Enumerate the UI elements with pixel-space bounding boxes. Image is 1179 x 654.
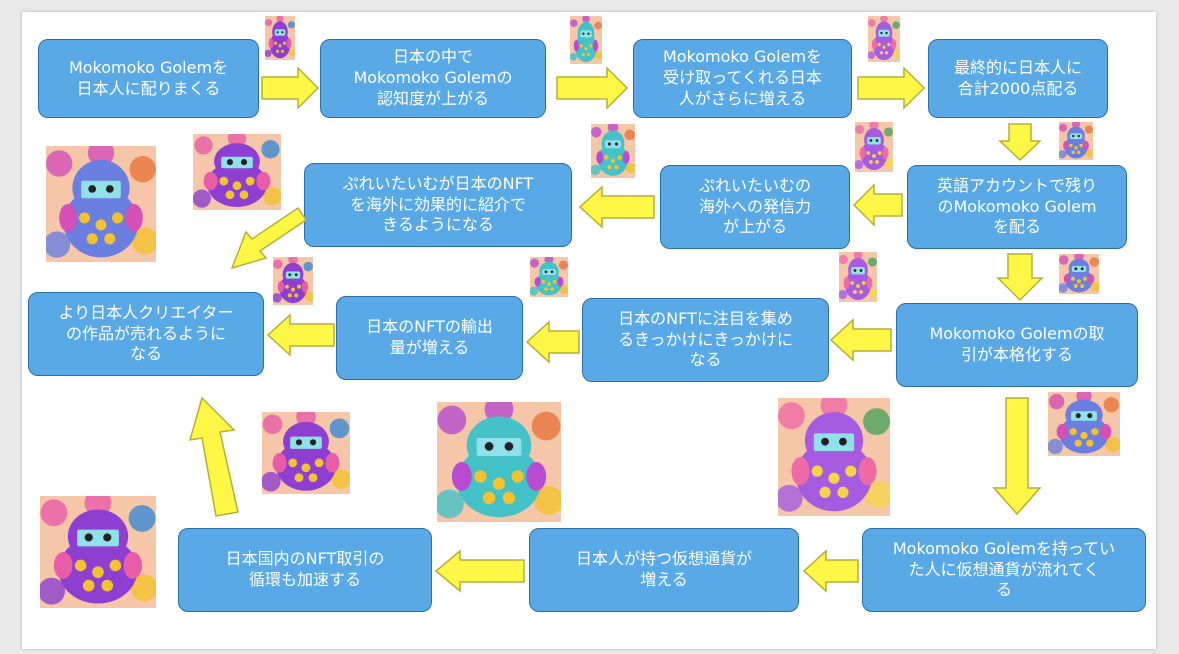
golem-image-12 [1059, 254, 1099, 294]
golem-character-icon [591, 124, 635, 178]
step-domestic-cycle: 日本国内のNFT取引の 循環も加速する [178, 528, 432, 612]
golem-image-3 [868, 16, 900, 62]
golem-character-icon [1048, 392, 1120, 456]
golem-image-13 [262, 412, 350, 494]
step-more-receivers: Mokomoko Golemを 受け取ってくれる日本 人がさらに増える [633, 39, 852, 118]
golem-character-icon [839, 252, 877, 302]
arrow-up-diagonal [188, 396, 239, 517]
step-awareness-rises: 日本の中で Mokomoko Golemの 認知度が上がる [320, 39, 546, 118]
golem-image-7 [855, 122, 893, 172]
golem-character-icon [273, 257, 313, 305]
arrow-left-5 [266, 313, 335, 357]
golem-image-11 [839, 252, 877, 302]
golem-character-icon [868, 16, 900, 62]
golem-character-icon [530, 257, 568, 297]
golem-character-icon [437, 402, 561, 522]
golem-image-14 [437, 402, 561, 522]
step-trading-takes-off: Mokomoko Golemの取 引が本格化する [896, 303, 1138, 387]
golem-image-10 [530, 257, 568, 297]
golem-image-8 [1059, 122, 1093, 160]
arrow-left-2 [578, 185, 655, 229]
golem-character-icon [570, 16, 602, 64]
golem-character-icon [40, 496, 156, 608]
arrow-left-3 [829, 318, 892, 362]
golem-image-17 [40, 496, 156, 608]
step-nft-exports-increase: 日本のNFTの輸出 量が増える [336, 296, 523, 380]
golem-character-icon [1059, 254, 1099, 294]
golem-image-16 [1048, 392, 1120, 456]
step-distribute-to-japanese: Mokomoko Golemを 日本人に配りまくる [38, 39, 259, 118]
arrow-right-1 [261, 66, 320, 110]
arrow-left-6 [802, 549, 859, 593]
golem-image-15 [778, 398, 890, 516]
golem-image-4 [46, 146, 156, 262]
arrow-left-7 [434, 549, 525, 593]
golem-image-9 [273, 257, 313, 305]
golem-character-icon [1059, 122, 1093, 160]
golem-character-icon [193, 134, 281, 210]
arrow-down-2 [996, 253, 1044, 302]
arrow-down-1 [998, 123, 1042, 162]
step-crypto-flows-in: Mokomoko Golemを持ってい た人に仮想通貨が流れてく る [862, 528, 1146, 612]
step-crypto-holdings-rise: 日本人が持つ仮想通貨が 増える [529, 528, 799, 612]
arrow-down-3 [992, 397, 1042, 516]
arrow-left-1 [852, 183, 903, 227]
diagram-slide: Mokomoko Golemを 日本人に配りまくる 日本の中で Mokomoko… [22, 12, 1156, 649]
step-creators-sell-more: より日本人クリエイター の作品が売れるように なる [28, 292, 264, 376]
golem-character-icon [262, 412, 350, 494]
golem-image-6 [591, 124, 635, 178]
step-attention-on-nft: 日本のNFTに注目を集め るきっかけにきっかけに なる [582, 298, 829, 382]
golem-image-5 [193, 134, 281, 210]
arrow-left-4 [525, 320, 580, 364]
step-distribute-2000: 最終的に日本人に 合計2000点配る [928, 39, 1108, 118]
step-overseas-reach: ぷれいたいむの 海外への発信力 が上がる [660, 165, 850, 249]
golem-character-icon [855, 122, 893, 172]
arrow-right-3 [857, 66, 926, 110]
step-english-account: 英語アカウントで残り のMokomoko Golem を配る [907, 165, 1127, 249]
golem-character-icon [46, 146, 156, 262]
golem-image-1 [265, 16, 295, 60]
step-introduce-nft-abroad: ぷれいたいむが日本のNFT を海外に効果的に紹介で きるようになる [304, 163, 572, 247]
arrow-diagonal-down-left [230, 206, 308, 270]
arrow-right-2 [556, 66, 629, 110]
golem-character-icon [265, 16, 295, 60]
golem-image-2 [570, 16, 602, 64]
golem-character-icon [778, 398, 890, 516]
